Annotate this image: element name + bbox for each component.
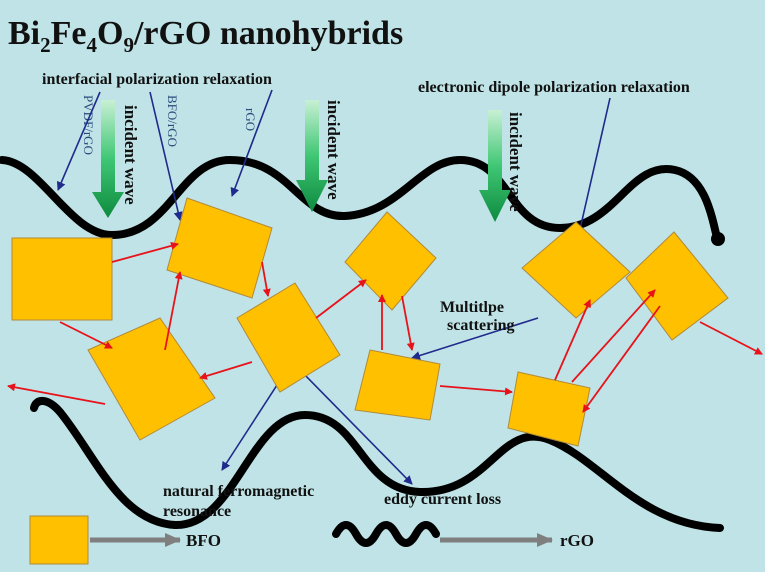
upper-rgo-wave bbox=[0, 155, 722, 242]
incident-arrow-3 bbox=[479, 110, 511, 222]
multiple-scattering-label-2: scattering bbox=[447, 317, 515, 334]
scatter-arrow-14 bbox=[699, 321, 763, 355]
incident-wave-label-1: incident wave bbox=[121, 105, 140, 205]
bfo-square-8 bbox=[625, 231, 729, 341]
natural-ferromagnetic-label-1: natural ferromagnetic bbox=[163, 483, 314, 500]
bfo-square-5 bbox=[344, 211, 437, 311]
bfo-square-1 bbox=[11, 237, 113, 321]
incident-arrow-1 bbox=[92, 100, 124, 218]
scatter-arrow-11 bbox=[554, 299, 591, 381]
arrow-pvdf-rgo bbox=[57, 91, 101, 191]
legend-bfo-swatch bbox=[29, 515, 89, 565]
scatter-arrow-5 bbox=[7, 383, 106, 405]
bfo-particles bbox=[11, 197, 729, 447]
bfo-square-6 bbox=[354, 349, 441, 421]
scatter-arrow-2 bbox=[261, 261, 271, 297]
electronic-dipole-label: electronic dipole polarization relaxatio… bbox=[418, 79, 690, 96]
scatter-arrow-1 bbox=[111, 241, 179, 263]
incident-wave-label-2: incident wave bbox=[324, 100, 343, 200]
lower-rgo-wave bbox=[30, 397, 724, 532]
arrow-bfo-rgo bbox=[149, 91, 183, 221]
scattering-arrows bbox=[7, 241, 763, 413]
multiple-scattering-label-1: Multitlpe bbox=[440, 299, 504, 316]
scatter-arrow-4 bbox=[164, 271, 183, 351]
incident-wave-label-3: incident wave bbox=[506, 112, 525, 212]
diagram-title: Bi2Fe4O9/rGO nanohybrids bbox=[8, 15, 403, 57]
scatter-arrow-7 bbox=[315, 279, 367, 319]
bfo-rgo-label: BFO/rGO bbox=[165, 95, 180, 147]
arrow-electronic-dipole bbox=[575, 97, 611, 239]
scatter-arrow-12 bbox=[571, 289, 656, 383]
pvdf-rgo-label: PVDF/rGO bbox=[81, 95, 96, 155]
arrow-eddy-current bbox=[299, 369, 413, 485]
natural-ferromagnetic-label-2: resonance bbox=[163, 503, 231, 520]
legend: BFO rGO bbox=[29, 515, 594, 565]
bfo-square-9 bbox=[507, 371, 591, 447]
scatter-arrow-10 bbox=[439, 385, 513, 396]
scatter-arrow-13 bbox=[582, 305, 661, 413]
eddy-current-loss-label: eddy current loss bbox=[384, 491, 501, 508]
arrow-rgo-interface bbox=[230, 89, 273, 197]
upper-wave-end bbox=[711, 232, 725, 246]
bfo-square-2 bbox=[166, 197, 273, 299]
bfo-square-4 bbox=[236, 282, 341, 393]
scatter-arrow-3 bbox=[59, 321, 113, 349]
legend-rgo-swatch bbox=[332, 521, 440, 547]
legend-rgo-label: rGO bbox=[560, 531, 594, 550]
bfo-square-7 bbox=[521, 221, 631, 319]
scatter-arrow-9 bbox=[401, 295, 415, 351]
rgo-small-label: rGO bbox=[243, 108, 258, 131]
arrow-multiple-scattering bbox=[411, 317, 539, 360]
bfo-square-3 bbox=[87, 317, 216, 441]
interfacial-polarization-label: interfacial polarization relaxation bbox=[42, 71, 272, 88]
scatter-arrow-6 bbox=[199, 361, 253, 380]
incident-arrow-2 bbox=[296, 100, 328, 212]
legend-bfo-label: BFO bbox=[186, 531, 221, 550]
